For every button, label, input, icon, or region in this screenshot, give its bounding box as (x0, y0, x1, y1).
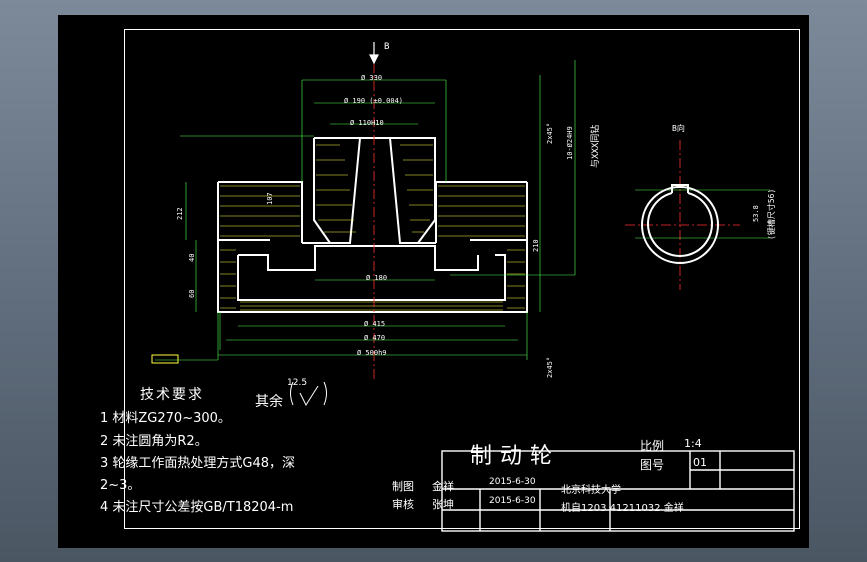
dim-d110: Ø 110H10 (350, 119, 384, 127)
tech-requirements-title: 技术要求 (140, 387, 204, 403)
scale-label: 比例 (640, 439, 665, 453)
dim-chamfer-bot: 2x45° (546, 356, 554, 378)
school-name: 北京科技大学 (561, 485, 621, 496)
checked-label: 审核 (392, 498, 414, 511)
dim-d190: Ø 190 (±0.004) (344, 97, 404, 105)
dim-key-width: 53.8 (752, 205, 760, 222)
checked-date: 2015-6-30 (489, 496, 536, 506)
drawing-sheet (58, 15, 809, 548)
datum-flag (151, 354, 179, 364)
view-b-arrow (369, 42, 379, 65)
dim-d330: Ø 330 (361, 74, 383, 82)
rest-roughness-label: 其余 (255, 394, 283, 410)
brake-wheel-section (217, 137, 528, 313)
requirement-2: 2 未注圆角为R2。 (100, 434, 208, 449)
dim-h60: 60 (188, 289, 196, 298)
dim-h212: 212 (176, 207, 184, 220)
class-info: 机自1203 41211032 金祥 (561, 503, 684, 514)
dim-h210: 210 (532, 239, 540, 252)
dim-d180: Ø 180 (366, 274, 388, 282)
dim-holes-note: 与XXX同钻 (591, 124, 601, 168)
requirement-3: 3 轮缘工作面热处理方式G48，深 (100, 456, 296, 471)
dim-d500: Ø 500h9 (357, 349, 387, 357)
dim-key-note: (键槽尺寸56) (767, 188, 776, 240)
dimension-lines (155, 60, 770, 361)
dim-h107: 107 (266, 192, 274, 205)
title-block (441, 450, 795, 532)
roughness-symbol (290, 381, 327, 407)
hatch-areas (220, 144, 525, 311)
requirement-3-cont: 2~3。 (100, 478, 141, 493)
arrow-b-label: B (384, 42, 390, 52)
rest-roughness-value: 12.5 (287, 378, 308, 388)
dim-h40: 40 (188, 253, 196, 262)
dim-holes: 10-Ø24H9 (566, 126, 574, 160)
drawn-name: 金祥 (432, 480, 454, 493)
drawn-date: 2015-6-30 (489, 477, 536, 487)
part-name: 制动轮 (470, 444, 561, 469)
checked-name: 张坤 (432, 498, 454, 511)
requirement-1: 1 材料ZG270~300。 (100, 411, 231, 426)
dim-d470: Ø 470 (364, 334, 386, 342)
drawing-no-value: 01 (693, 456, 707, 469)
center-lines (373, 45, 740, 380)
drawing-frame (124, 29, 800, 529)
drawn-label: 制图 (392, 480, 414, 493)
view-b-label: B向 (672, 124, 685, 133)
requirement-4: 4 未注尺寸公差按GB/T18204-m (100, 500, 294, 515)
scale-value: 1:4 (684, 437, 702, 450)
dim-d415: Ø 415 (364, 320, 386, 328)
dim-chamfer-top: 2x45° (546, 122, 554, 144)
hub-end-view (641, 184, 719, 264)
drawing-no-label: 图号 (640, 458, 665, 472)
